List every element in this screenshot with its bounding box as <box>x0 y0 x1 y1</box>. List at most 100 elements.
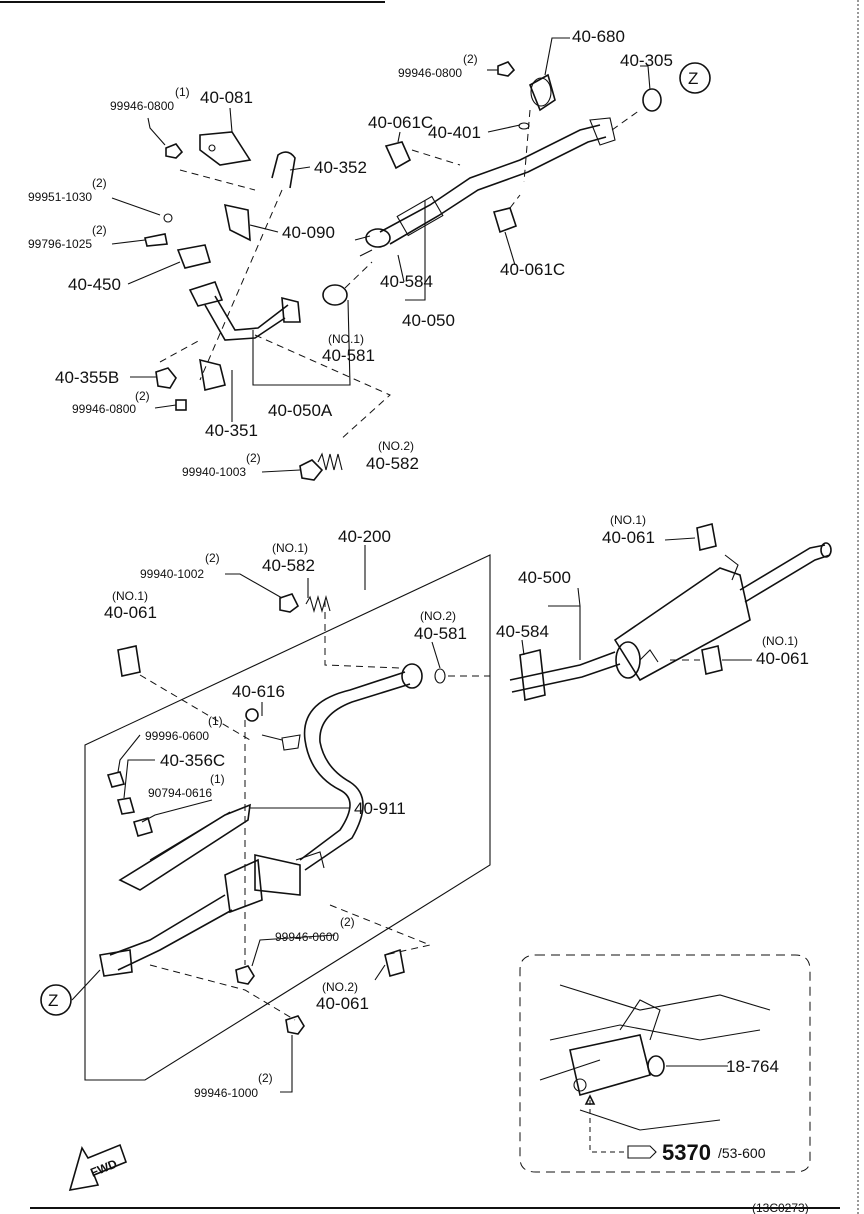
spring-40-582 <box>317 452 343 471</box>
washer-40-401 <box>518 122 530 130</box>
insulator-40-911 <box>118 803 251 891</box>
label-code: 99946-1000 <box>194 1086 258 1100</box>
label-qty: (1) <box>208 714 223 728</box>
rubber-40-305 <box>642 88 662 112</box>
label-code: 99940-1003 <box>182 465 246 479</box>
label-code: 99796-1025 <box>28 237 92 251</box>
label-code: 99951-1030 <box>28 190 92 204</box>
label-qty: (1) <box>210 772 225 786</box>
insulator-40-061-no1-left <box>117 645 141 677</box>
label-no2: (NO.2) <box>322 980 358 994</box>
gasket-40-581-no2 <box>434 668 446 684</box>
label-no1: (NO.1) <box>112 589 148 603</box>
label-code: 99946-0600 <box>275 930 339 944</box>
label-40-911: 40-911 <box>354 799 406 818</box>
label-40-680: 40-680 <box>572 27 625 46</box>
label-40-584-top: 40-584 <box>380 272 433 291</box>
bolt-99946-1000 <box>285 1015 305 1035</box>
label-code: 99946-0800 <box>110 99 174 113</box>
label-40-352: 40-352 <box>314 158 367 177</box>
bolt-90794-0616 <box>133 817 153 837</box>
label-18-764: 18-764 <box>726 1057 779 1076</box>
flange-40-050 <box>354 228 391 257</box>
label-40-061-right: 40-061 <box>756 649 809 668</box>
label-40-355B: 40-355B <box>55 368 119 387</box>
spring-40-582-lower <box>305 594 331 614</box>
label-40-061-left: 40-061 <box>104 603 157 622</box>
label-40-584-lower: 40-584 <box>496 622 549 641</box>
label-qty: (2) <box>463 52 478 66</box>
label-40-351: 40-351 <box>205 421 258 440</box>
z-circle-bottom <box>40 984 72 1016</box>
label-no1: (NO.1) <box>328 332 364 346</box>
bracket-40-090 <box>223 203 251 242</box>
labels: 40-680 (2) 99946-0800 40-305 Z 40-081 (1… <box>28 27 809 1214</box>
label-40-582-top: 40-582 <box>366 454 419 473</box>
gasket-40-450 <box>176 244 212 269</box>
hanger-40-680 <box>523 73 556 183</box>
bolt-99946-lower <box>175 399 187 411</box>
insulator-40-061-no2 <box>384 948 405 977</box>
footer-code: (13C0273) <box>752 1201 809 1214</box>
inset-detail <box>519 954 811 1173</box>
bolt-99940-1002 <box>279 593 300 613</box>
label-qty: (2) <box>258 1071 273 1085</box>
label-qty: (1) <box>175 85 190 99</box>
label-40-582-lower: 40-582 <box>262 556 315 575</box>
nut-40-355B <box>155 367 177 389</box>
sensor-40-616 <box>281 734 301 751</box>
label-qty: (2) <box>92 176 107 190</box>
ref-page: /53-600 <box>718 1145 766 1161</box>
label-code: 99996-0600 <box>145 729 209 743</box>
bolt-99940-1003 <box>299 459 324 481</box>
label-40-500: 40-500 <box>518 568 571 587</box>
label-40-305: 40-305 <box>620 51 673 70</box>
label-40-090: 40-090 <box>282 223 335 242</box>
clip-40-356C <box>116 797 136 815</box>
label-40-450: 40-450 <box>68 275 121 294</box>
fwd-arrow-icon <box>68 1143 128 1192</box>
label-no1: (NO.1) <box>610 513 646 527</box>
ring-40-584 <box>322 284 348 306</box>
label-code: 99946-0800 <box>72 402 136 416</box>
leaders-upper <box>111 37 651 473</box>
bolt-99796 <box>144 233 168 247</box>
leaders-lower <box>117 537 752 1093</box>
mount-18-764 <box>647 1055 665 1077</box>
label-qty: (2) <box>205 551 220 565</box>
label-40-356C: 40-356C <box>160 751 225 770</box>
label-40-081: 40-081 <box>200 88 253 107</box>
nut-99996-0600 <box>106 771 126 788</box>
label-z-top: Z <box>688 69 698 88</box>
insulator-40-061-no1-top <box>696 523 717 551</box>
label-40-061-top-right: 40-061 <box>602 528 655 547</box>
label-40-061-no2: 40-061 <box>316 994 369 1013</box>
label-qty: (2) <box>135 389 150 403</box>
fwd-label: FWD <box>88 1156 119 1179</box>
label-no1: (NO.1) <box>762 634 798 648</box>
label-40-200: 40-200 <box>338 527 391 546</box>
hand-pointer-icon <box>627 1145 657 1159</box>
label-qty: (2) <box>92 223 107 237</box>
bracket-40-081 <box>199 131 252 166</box>
assembly-40-200-box <box>84 554 491 1081</box>
insulator-40-061-no1-right <box>701 645 723 675</box>
nut-top <box>497 61 516 77</box>
label-40-050A: 40-050A <box>268 401 333 420</box>
label-40-050: 40-050 <box>402 311 455 330</box>
label-no2: (NO.2) <box>420 609 456 623</box>
ubolt-40-352 <box>271 151 296 189</box>
label-40-061C-bottom: 40-061C <box>500 260 565 279</box>
label-z-bottom: Z <box>48 991 58 1010</box>
label-no1: (NO.1) <box>272 541 308 555</box>
z-circle-top <box>679 62 711 94</box>
nut-99946-0600 <box>235 965 255 985</box>
label-qty: (2) <box>246 451 261 465</box>
label-40-061C-top: 40-061C <box>368 113 433 132</box>
label-40-616: 40-616 <box>232 682 285 701</box>
label-code: 99940-1002 <box>140 567 204 581</box>
center-pipe-40-200 <box>99 663 423 977</box>
front-pipe-40-050A <box>188 281 301 341</box>
